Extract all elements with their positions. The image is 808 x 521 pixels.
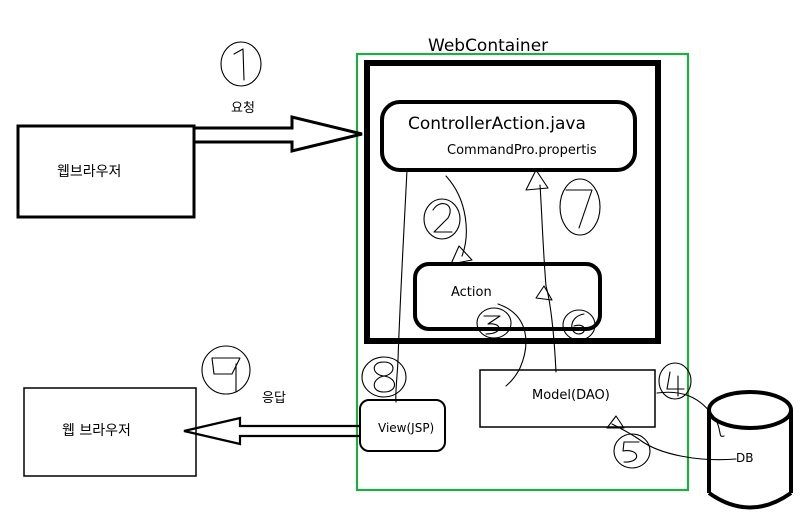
controller-frame (364, 60, 661, 344)
action-label: Action (451, 285, 492, 300)
controller-title: ControllerAction.java (408, 114, 586, 134)
flow-db-to-model (611, 423, 737, 461)
flow-model-to-action (539, 184, 557, 373)
view-label: View(JSP) (378, 421, 434, 435)
request-label: 요청 (231, 101, 255, 116)
action-box (413, 262, 602, 331)
flow-action-to-model (497, 303, 527, 387)
step-4-badge (658, 362, 692, 400)
flow-controller-to-action (445, 175, 467, 257)
step-8-badge (361, 356, 407, 398)
controller-subtitle: CommandPro.propertis (447, 143, 597, 158)
web-container-title: WebContainer (428, 36, 548, 56)
model-box (479, 369, 656, 428)
browser-request-box (16, 124, 196, 219)
flow-action-back-arrowhead (535, 285, 553, 301)
response-arrow (183, 416, 360, 446)
request-arrow (195, 115, 363, 153)
step-5-badge (613, 433, 651, 469)
step-1-badge (220, 41, 262, 87)
step-7-badge (559, 178, 601, 236)
step-3-badge (476, 307, 512, 339)
step-6-badge (562, 309, 596, 341)
response-label: 응답 (262, 391, 286, 406)
browser-response-label: 웹 브라우저 (62, 423, 131, 439)
database-cylinder (707, 390, 793, 510)
flow-model-to-db (656, 391, 725, 437)
flow-view-to-controller (395, 169, 408, 403)
model-label: Model(DAO) (532, 388, 610, 403)
controller-box (380, 100, 637, 172)
flow-action-arrowhead (450, 245, 473, 265)
flow-model-arrowhead (606, 415, 625, 429)
step-9-badge (201, 345, 251, 395)
flow-controller-arrowhead (525, 169, 549, 191)
step-2-badge (423, 198, 461, 240)
browser-request-label: 웹브라우저 (57, 164, 121, 180)
view-box (359, 399, 446, 452)
db-label: DB (736, 451, 753, 465)
web-container-box (355, 52, 690, 492)
browser-response-box (23, 387, 197, 477)
